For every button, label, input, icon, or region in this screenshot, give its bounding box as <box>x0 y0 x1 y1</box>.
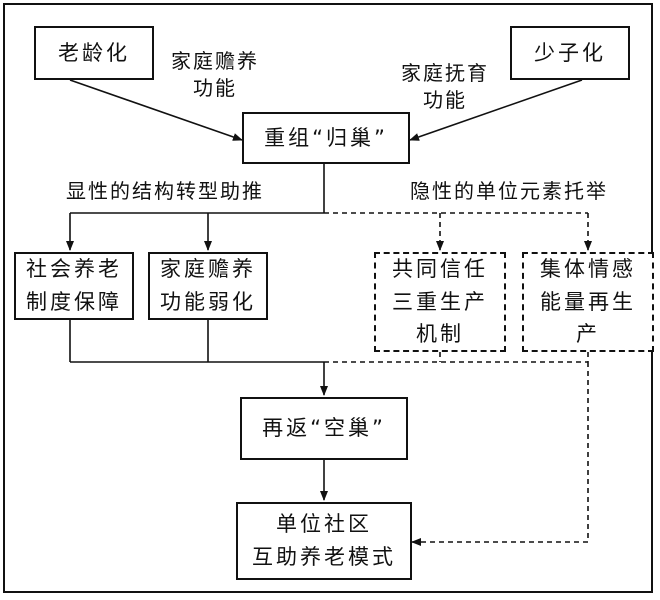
arrow-fewer-children-to-regroup <box>409 79 583 141</box>
label-family-support-function: 家庭赡养 功能 <box>171 49 259 100</box>
arrow-aging-to-regroup <box>69 79 243 141</box>
node-social-pension: 社会养老 制度保障 <box>14 252 134 320</box>
label-family-nurture-function: 家庭抚育 功能 <box>401 61 489 112</box>
label-implicit-lift: 隐性的单位元素托举 <box>410 179 608 203</box>
node-family-support-weaken: 家庭赡养 功能弱化 <box>148 252 268 320</box>
node-empty-nest: 再返“空巢” <box>240 397 408 460</box>
node-collective-emotion: 集体情感 能量再生 产 <box>522 252 654 352</box>
node-aging: 老龄化 <box>34 26 154 80</box>
node-trust-mechanism: 共同信任 三重生产 机制 <box>374 252 506 352</box>
node-regroup: 重组“归巢” <box>242 112 410 164</box>
label-explicit-push: 显性的结构转型助推 <box>66 179 264 203</box>
node-fewer-children: 少子化 <box>510 26 630 80</box>
node-community-model: 单位社区 互助养老模式 <box>236 502 412 580</box>
